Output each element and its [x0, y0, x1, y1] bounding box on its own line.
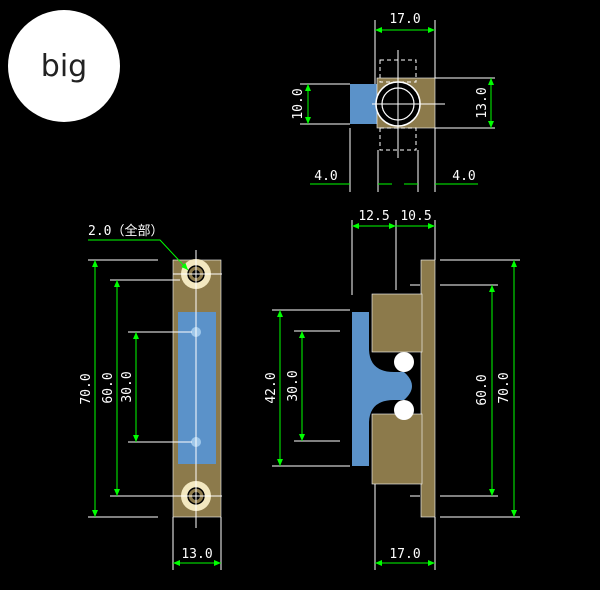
- front-inner-pitch-dim: 30.0: [120, 371, 135, 402]
- side-right-top-dim: 10.5: [400, 209, 431, 224]
- side-right-inner-dim: 60.0: [475, 374, 490, 405]
- side-right-outer-dim: 70.0: [497, 372, 512, 403]
- front-overall-height-dim: 70.0: [79, 373, 94, 404]
- top-left-offset-dim: 4.0: [314, 169, 337, 184]
- size-badge: big: [8, 10, 120, 122]
- side-view-upper-roller: [394, 352, 414, 372]
- side-left-top-dim: 12.5: [358, 209, 389, 224]
- top-left-height-dim: 10.0: [291, 88, 306, 119]
- side-view-upper-body: [371, 293, 423, 353]
- side-view-lower-roller: [394, 400, 414, 420]
- front-hole-pitch-dim: 60.0: [101, 372, 116, 403]
- top-width-dim: 17.0: [389, 12, 420, 27]
- front-note: 2.0（全部）: [88, 223, 163, 239]
- size-badge-label: big: [40, 48, 88, 84]
- side-view-catch-plate: [352, 312, 412, 466]
- side-left-outer-dim: 42.0: [264, 372, 279, 403]
- front-view: 2.0（全部） 70.0 60.0 30.0 13.0: [79, 223, 222, 570]
- side-left-inner-dim: 30.0: [286, 370, 301, 401]
- side-view-lower-body: [371, 413, 423, 485]
- top-right-height-dim: 13.0: [475, 87, 490, 118]
- front-width-dim: 13.0: [181, 547, 212, 562]
- top-view: 17.0 10.0 13.0 4.0 4.0: [291, 12, 495, 192]
- side-view-mount-plate: [420, 259, 436, 518]
- top-right-offset-dim: 4.0: [452, 169, 475, 184]
- side-view: 12.5 10.5 42.0 30.0 60.0 70.0 17.0: [264, 209, 520, 570]
- side-bottom-width-dim: 17.0: [389, 547, 420, 562]
